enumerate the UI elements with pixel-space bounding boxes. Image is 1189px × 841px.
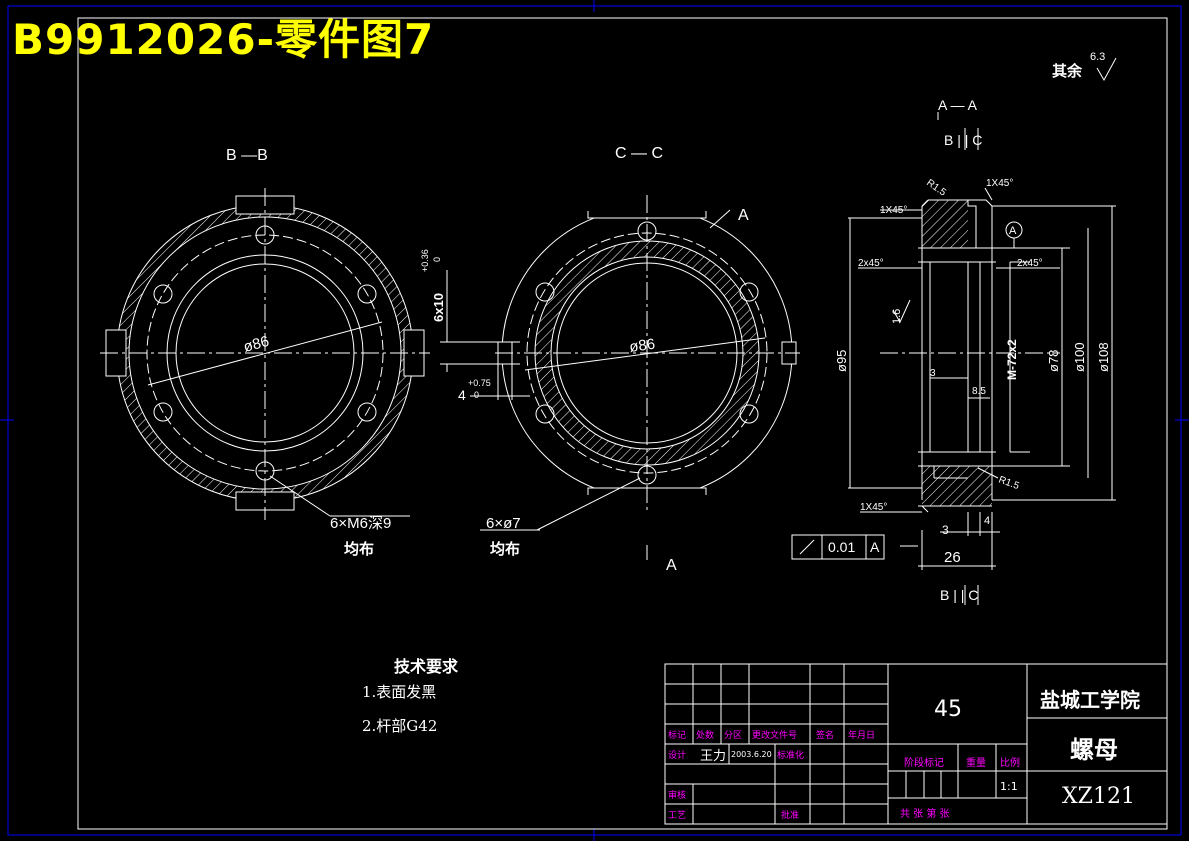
dim-chamfer-bottom: 1X45° (860, 502, 887, 513)
section-bb-label: B —B (226, 147, 268, 164)
title-block (664, 663, 1168, 825)
datum-a-label: A (1009, 225, 1017, 237)
section-bc-top: B | | C (944, 132, 982, 148)
dim-radius-bottom: R1.5 (997, 474, 1021, 492)
dim-chamfer-right: 2x45° (1017, 258, 1043, 269)
dim-phi100: ø100 (1072, 342, 1087, 372)
dim-26: 26 (944, 549, 961, 566)
dim-slot-width-tol-lower: 0 (432, 257, 442, 262)
dim-phi108: ø108 (1096, 342, 1111, 372)
tb-label-doc: 更改文件号 (752, 731, 798, 741)
tb-label-design: 设计 (668, 751, 687, 761)
holes-note: 均布 (490, 540, 521, 558)
dim-slot-width-tol-upper: +0.36 (420, 249, 430, 272)
dim-phi86-mid: ø86 (628, 336, 656, 356)
section-aa-label: A — A (938, 97, 978, 113)
requirement-item-1: 1.表面发黑 (362, 683, 437, 701)
dim-chamfer-top2: 1X45° (986, 178, 1013, 189)
dim-radius-top: R1.5 (924, 177, 948, 198)
tb-label-stage: 阶段标记 (904, 758, 944, 769)
tb-design-date: 2003.6.20 (731, 750, 772, 759)
dim-slot-depth: 4 (458, 387, 466, 403)
tb-label-review: 审核 (668, 791, 687, 801)
tb-label-ratio: 比例 (1000, 758, 1020, 769)
tb-label-standard: 标准化 (777, 751, 805, 761)
dim-4: 4 (984, 515, 990, 527)
slot-dimensions (440, 270, 530, 400)
surface-finish-value: 6.3 (1090, 51, 1105, 63)
tb-designer: 王力 (700, 749, 727, 764)
tb-label-approve: 批准 (781, 811, 800, 821)
tb-label-mark: 标记 (668, 731, 687, 741)
section-a-mark-bottom: A (666, 557, 677, 574)
dim-phi78: ø78 (1046, 350, 1061, 372)
tb-scale: 1:1 (1000, 780, 1018, 793)
tb-label-date: 年月日 (848, 731, 876, 741)
tb-label-weight: 重量 (966, 758, 986, 769)
dim-thread: M-72x2 (1005, 339, 1019, 380)
dim-chamfer-left: 2x45° (858, 258, 884, 269)
dim-chamfer-top: 1X45° (880, 205, 907, 216)
requirement-item-2: 2.杆部G42 (362, 717, 438, 735)
tb-drawing-no: XZ121 (1062, 784, 1135, 809)
tol-datum: A (870, 539, 880, 555)
tb-school: 盐城工学院 (1040, 688, 1140, 712)
surface-finish-label: 其余 (1052, 62, 1083, 80)
tb-part-name: 螺母 (1070, 736, 1118, 764)
dim-3-top: 3 (930, 368, 936, 379)
tb-label-zone: 分区 (724, 731, 743, 741)
tb-label-sign: 签名 (816, 731, 835, 741)
section-a-mark-top: A (738, 207, 749, 224)
view-bb (100, 188, 430, 520)
dim-3-bottom: 3 (942, 523, 949, 537)
tb-label-sheets: 共 张 第 张 (900, 809, 950, 820)
dim-phi86-left: ø86 (242, 333, 271, 356)
dim-slot-width: 6x10 (431, 293, 446, 322)
requirements-title: 技术要求 (394, 657, 459, 676)
view-aa (791, 57, 1117, 605)
tb-label-process: 工艺 (668, 811, 687, 821)
dim-phi95: ø95 (834, 350, 849, 372)
tb-label-count: 处数 (696, 731, 715, 741)
thread-holes-note: 均布 (344, 540, 375, 558)
dim-holes: 6×ø7 (486, 515, 521, 532)
dim-85: 8.5 (972, 386, 986, 397)
dim-slot-depth-tol-upper: +0.75 (468, 378, 491, 388)
inner-frame (77, 17, 1168, 830)
view-cc (480, 195, 800, 560)
roughness-16: 1.6 (891, 309, 903, 324)
drawing-title: B9912026-零件图7 (12, 15, 435, 64)
tb-material: 45 (934, 697, 962, 722)
tol-value: 0.01 (828, 539, 855, 555)
section-bc-bottom: B | | C (940, 587, 978, 603)
dim-slot-depth-tol-lower: 0 (474, 390, 479, 400)
dim-thread-holes: 6×M6深9 (330, 515, 391, 532)
section-cc-label: C — C (615, 145, 663, 162)
